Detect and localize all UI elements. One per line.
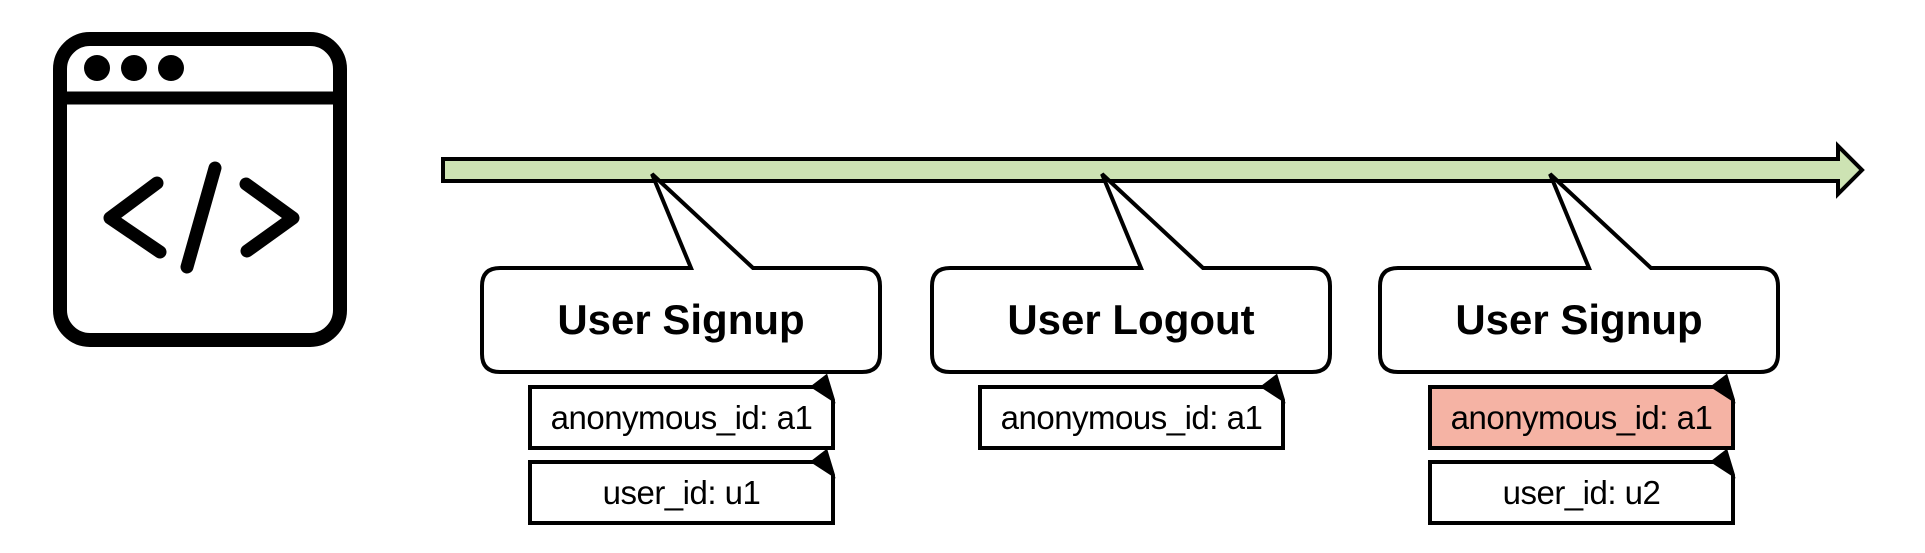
folded-corner-icon [810,374,836,404]
folded-corner-icon [1710,374,1736,404]
event-bubble-3 [1378,172,1780,374]
tag-user-id-event3 [1428,448,1736,525]
timeline-arrow [441,141,1865,199]
tag-label-user-id: user_id: u2 [1502,473,1661,511]
tag-anonymous-id-event2 [978,373,1286,450]
code-icon [103,161,300,274]
tag-anonymous-id-event1 [528,373,836,450]
event-title-logout: User Logout [1007,296,1255,343]
folded-corner-icon [1710,449,1736,479]
tag-user-id-event1 [528,448,836,525]
event-title-signup-1: User Signup [557,296,805,343]
browser-window-icon [53,32,347,347]
tag-anonymous-id-event3 [1428,373,1736,450]
browser-frame [53,32,347,347]
tag-label-anonymous-id: anonymous_id: a1 [550,398,813,436]
folded-corner-icon [1260,374,1286,404]
tag-label-anonymous-id: anonymous_id: a1 [1000,398,1263,436]
window-dot-icon [84,55,110,81]
tag-label-user-id: user_id: u1 [602,473,761,511]
event-bubble-2 [930,172,1332,374]
event-bubble-1 [480,172,882,374]
tag-label-anonymous-id-highlighted: anonymous_id: a1 [1450,398,1713,436]
window-dot-icon [158,55,184,81]
folded-corner-icon [810,449,836,479]
event-title-signup-2: User Signup [1455,296,1703,343]
window-dot-icon [121,55,147,81]
